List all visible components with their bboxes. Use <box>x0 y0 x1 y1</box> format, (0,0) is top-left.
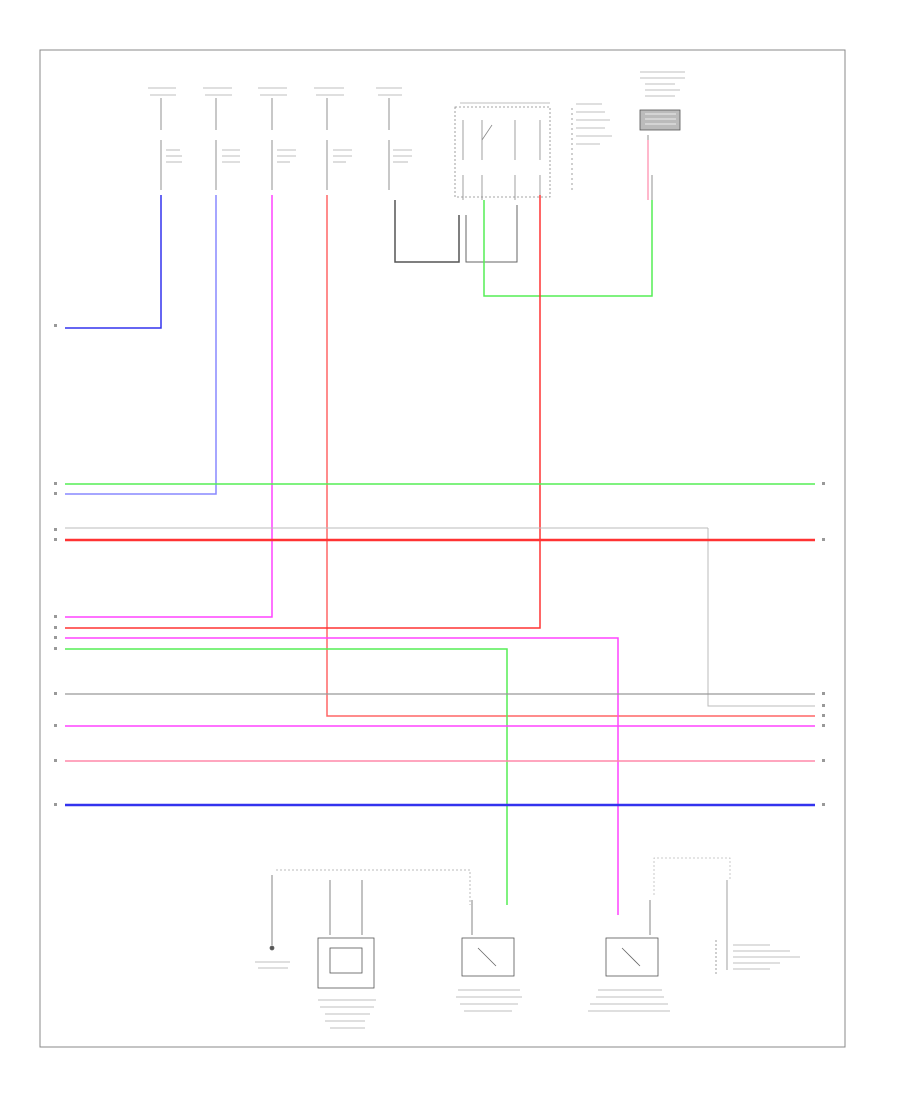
bottom-ground <box>255 875 290 969</box>
fuse-1 <box>148 87 182 190</box>
wire-lightblue-fuse2 <box>65 195 217 495</box>
fuse-2 <box>203 87 240 190</box>
wire-gray-switch <box>465 205 518 263</box>
bottom-right-ground <box>653 857 800 975</box>
bottom-switch-right <box>588 900 670 1012</box>
fuse-4 <box>314 87 352 190</box>
wire-magenta-fuse3 <box>65 195 273 618</box>
fuse-3 <box>258 87 296 190</box>
wire-green-switch <box>483 200 653 297</box>
top-right-module <box>639 71 685 200</box>
wire-green-to-switch-left <box>65 648 508 905</box>
wire-red-fuse4 <box>326 195 815 717</box>
bottom-relay <box>317 880 376 1029</box>
fuse-block <box>148 87 412 190</box>
bus-gray-upper-drop <box>707 528 815 707</box>
bottom-switch-left <box>456 900 522 1012</box>
wire-red-switch <box>65 195 541 629</box>
wire-darkgray-fuse5 <box>394 200 460 263</box>
bus-end-markers <box>54 324 825 806</box>
fuse-5 <box>376 87 412 190</box>
diagram-frame <box>39 49 846 1048</box>
bottom-dotted-connector <box>276 869 471 905</box>
wire-magenta-to-switch-right <box>65 637 619 915</box>
ignition-switch <box>454 102 612 200</box>
wire-blue-fuse1 <box>65 195 162 329</box>
